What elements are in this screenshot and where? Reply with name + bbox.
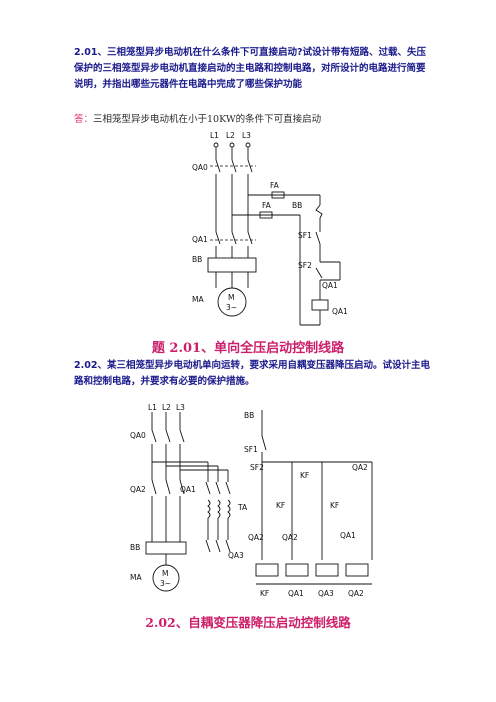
fig2-label-ma: MA	[130, 573, 142, 582]
fig1-label-bb-ctrl: BB	[292, 201, 302, 210]
figure-2-caption: 2.02、自耦变压器降压启动控制线路	[145, 615, 351, 630]
answer-text: 三相笼型异步电动机在小于10KW的条件下可直接启动	[93, 114, 322, 125]
fig2-label-l1: L1	[148, 403, 157, 412]
fig2-label-qa1-right: QA1	[340, 531, 356, 540]
fig1-label-qa1-aux: QA1	[322, 281, 338, 290]
fig1-label-fa-a: FA	[270, 181, 280, 190]
answer-label: 答：	[74, 114, 94, 125]
fig2-label-motor-phase: 3~	[160, 579, 171, 588]
fig2-label-kf-left: KF	[276, 501, 285, 510]
fig2-label-qa0: QA0	[130, 431, 146, 440]
fig2-label-ta: TA	[237, 503, 248, 512]
fig1-label-qa1-main: QA1	[192, 235, 208, 244]
fig2-label-motor-m: M	[162, 569, 168, 578]
figure-direct-start-circuit: L1 L2 L3 QA0 FA FA BB SF1 SF2 QA1 QA1 QA…	[192, 131, 348, 326]
fig2-label-sf2: SF2	[250, 463, 264, 472]
fig2-label-coil-qa1: QA1	[288, 589, 304, 598]
figure-autotransformer-circuit: L1 L2 L3 QA0 QA2 QA1 TA QA3 BB M 3~ MA B…	[130, 403, 373, 598]
fig2-label-bb-main: BB	[130, 543, 140, 552]
fig2-label-qa2: QA2	[130, 485, 146, 494]
fig1-label-sf2: SF2	[298, 261, 312, 270]
fig2-label-l2: L2	[162, 403, 171, 412]
fig2-label-qa3: QA3	[228, 551, 244, 560]
question-2-02: 2.02、某三相笼型异步电动机单向运转，要求采用自耦变压器降压启动。试设计主电路…	[74, 360, 430, 387]
fig2-label-kf-right: KF	[330, 501, 339, 510]
fig2-label-qa2-a: QA2	[248, 533, 264, 542]
fig2-label-qa2-b: QA2	[282, 533, 298, 542]
fig1-label-qa1-coil: QA1	[332, 307, 348, 316]
fig2-label-sf1: SF1	[244, 445, 258, 454]
fig1-label-motor-phase: 3~	[226, 303, 237, 312]
figure-1-caption: 题 2.01、单向全压启动控制线路	[151, 341, 345, 356]
answer-2-01: 答：三相笼型异步电动机在小于10KW的条件下可直接启动	[74, 111, 321, 125]
fig1-label-fa-b: FA	[262, 201, 272, 210]
fig1-label-l1: L1	[210, 131, 219, 140]
fig1-label-qa0: QA0	[192, 163, 208, 172]
fig1-label-ma: MA	[192, 295, 204, 304]
fig2-label-l3: L3	[176, 403, 185, 412]
fig1-label-motor-m: M	[228, 293, 234, 302]
fig2-label-qa1: QA1	[180, 485, 196, 494]
fig1-label-sf1: SF1	[298, 231, 312, 240]
fig2-label-coil-qa3: QA3	[318, 589, 334, 598]
fig2-label-coil-qa2: QA2	[348, 589, 364, 598]
fig2-label-coil-kf: KF	[260, 589, 269, 598]
fig2-label-kf-top: KF	[300, 471, 309, 480]
fig2-label-bb-ctrl: BB	[244, 411, 254, 420]
question-2-01: 2.01、三相笼型异步电动机在什么条件下可直接启动?试设计带有短路、过载、失压保…	[74, 47, 426, 90]
fig2-label-qa2-top: QA2	[352, 463, 368, 472]
fig1-label-bb-main: BB	[192, 255, 202, 264]
fig1-label-l3: L3	[242, 131, 251, 140]
fig1-label-l2: L2	[226, 131, 235, 140]
